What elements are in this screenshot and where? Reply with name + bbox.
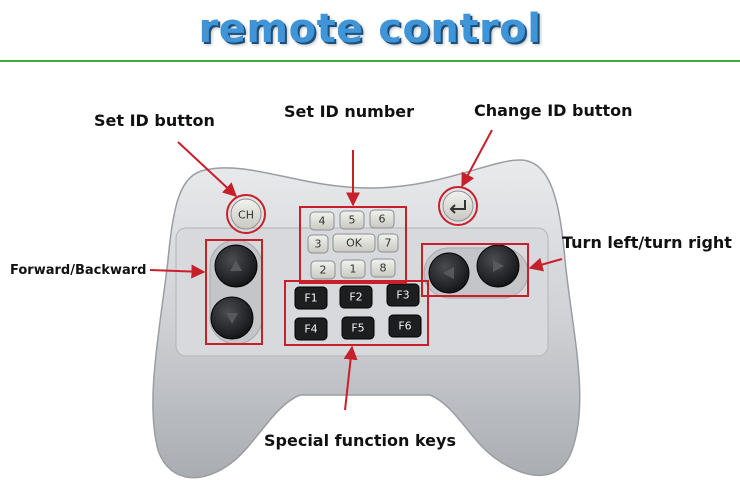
triangle-up-icon [230, 260, 242, 271]
backward-button[interactable] [210, 296, 254, 340]
set-id-button-arrow [177, 141, 238, 197]
number-key[interactable]: 2 [310, 260, 336, 280]
ch-button[interactable]: CH [230, 198, 262, 230]
forward-backward-highlight [205, 239, 263, 345]
number-key-label: 2 [320, 264, 327, 277]
function-key-f1[interactable]: F1 [294, 286, 328, 310]
number-key[interactable]: 8 [370, 258, 396, 278]
function-key-f3[interactable]: F3 [386, 283, 420, 307]
triangle-left-icon [443, 267, 454, 279]
number-key[interactable]: 4 [309, 211, 335, 231]
function-keys: F1 F2 F3 F4 F5 F6 [294, 283, 422, 341]
set-id-number-label: Set ID number [284, 102, 415, 121]
function-key-f2[interactable]: F2 [339, 285, 373, 309]
page-title: remote control [198, 6, 542, 52]
number-key-label: 8 [380, 262, 387, 275]
number-key-label: 5 [349, 214, 356, 227]
number-key[interactable]: 5 [339, 210, 365, 230]
change-id-button-highlight [438, 186, 478, 226]
number-key-label: 4 [319, 215, 326, 228]
forward-backward-label: Forward/Backward [10, 263, 147, 278]
function-key-label: F3 [396, 289, 409, 302]
triangle-right-icon [493, 260, 504, 272]
turn-highlight [421, 243, 529, 297]
turn-arrow [528, 257, 563, 272]
change-id-button[interactable] [442, 190, 474, 222]
turn-left-button[interactable] [428, 252, 470, 294]
number-key[interactable]: 6 [369, 209, 395, 229]
function-key-label: F5 [351, 322, 364, 335]
ok-key-label: OK [346, 237, 363, 250]
function-keys-arrow [343, 345, 358, 411]
triangle-down-icon [226, 313, 238, 324]
number-key[interactable]: 1 [340, 259, 366, 279]
set-id-button-highlight [226, 194, 266, 234]
number-key-label: 6 [379, 213, 386, 226]
function-key-label: F1 [304, 292, 317, 305]
forward-backward-arrow [149, 264, 206, 279]
number-key[interactable]: 7 [377, 233, 399, 253]
number-key-label: 7 [385, 237, 392, 250]
forward-button[interactable] [214, 244, 258, 288]
title-divider [0, 60, 740, 62]
return-arrow-icon [449, 200, 466, 214]
turn-left-right-label: Turn left/turn right [562, 233, 732, 252]
function-key-f4[interactable]: F4 [294, 317, 328, 341]
id-number-highlight [299, 206, 407, 284]
ch-button-label: CH [238, 209, 254, 222]
function-key-label: F2 [349, 291, 362, 304]
number-key-label: 1 [350, 263, 357, 276]
set-id-button-label: Set ID button [94, 111, 215, 130]
function-keys-highlight [284, 280, 429, 346]
number-key-label: 3 [315, 238, 322, 251]
special-function-keys-label: Special function keys [264, 431, 456, 450]
function-key-label: F6 [398, 320, 411, 333]
function-key-f5[interactable]: F5 [341, 316, 375, 340]
change-id-button-label: Change ID button [474, 101, 633, 120]
function-key-label: F4 [304, 323, 317, 336]
function-key-f6[interactable]: F6 [388, 314, 422, 338]
number-key[interactable]: 3 [307, 234, 329, 254]
number-keypad: 4 5 6 3 OK 7 2 1 8 [307, 209, 399, 280]
change-id-button-arrow [461, 129, 493, 188]
turn-right-button[interactable] [476, 244, 520, 288]
ok-key[interactable]: OK [332, 233, 376, 253]
